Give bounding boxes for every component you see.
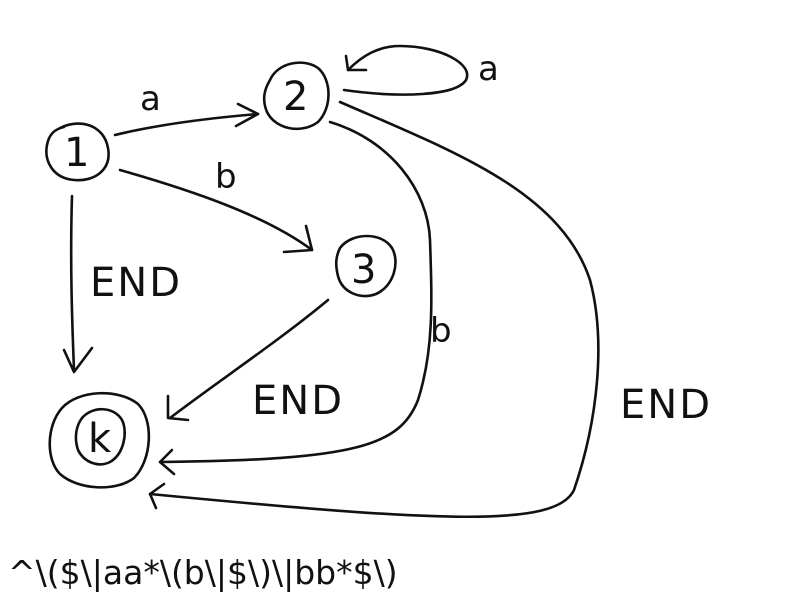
edge-2-self-loop-label: a	[478, 49, 499, 89]
edge-1-to-3: b	[118, 157, 314, 254]
edge-1-to-2: a	[113, 79, 260, 137]
edge-2-self-loop: a	[342, 44, 499, 96]
edge-3-to-k: END	[166, 298, 344, 424]
edge-2-to-k-end: END	[148, 100, 712, 519]
edge-2-to-k-b: b	[158, 120, 452, 476]
state-k: k	[48, 391, 151, 489]
regex-expression: ^\($\|aa*\(b\|$\)\|bb*$\)	[8, 553, 398, 592]
edge-1-to-3-label: b	[215, 157, 237, 197]
edge-1-to-2-label: a	[140, 79, 161, 119]
edge-3-to-k-label: END	[252, 378, 344, 424]
state-2-label: 2	[283, 74, 308, 120]
state-k-inner-ring	[74, 407, 126, 466]
state-1: 1	[45, 122, 110, 182]
state-1-label: 1	[64, 130, 89, 176]
state-3-label: 3	[351, 247, 376, 293]
state-3: 3	[334, 234, 397, 298]
edge-1-to-k-label: END	[90, 260, 182, 306]
state-k-label: k	[88, 416, 112, 462]
state-2: 2	[262, 61, 330, 131]
state-k-outer-ring	[48, 391, 151, 489]
edge-2-to-k-b-label: b	[430, 311, 452, 351]
edge-1-to-k: END	[62, 194, 182, 374]
edge-2-to-k-end-label: END	[620, 382, 712, 428]
